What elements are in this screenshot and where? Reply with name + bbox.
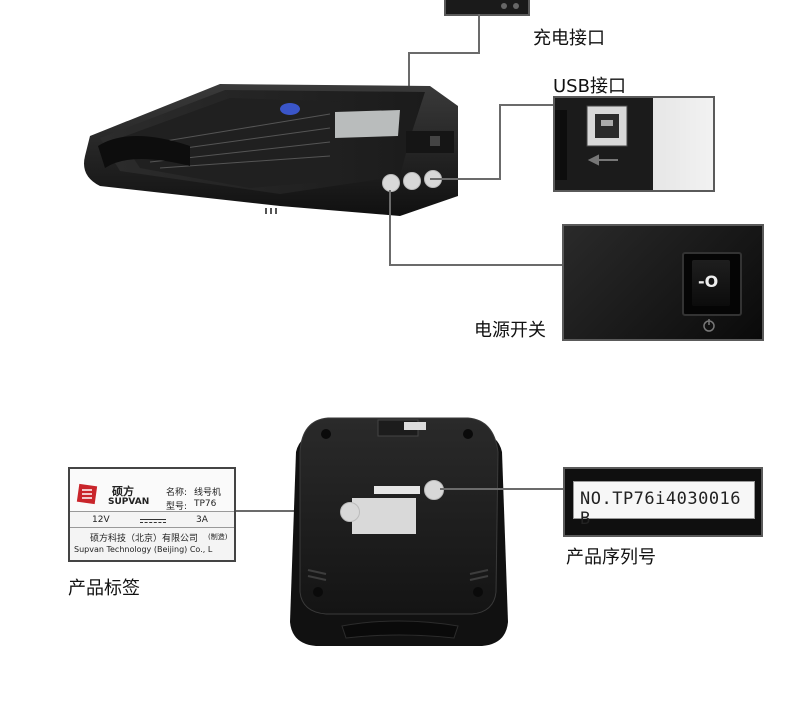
usb-port-photo [553, 96, 715, 192]
usb-connector-line-top [499, 104, 555, 106]
serial-connector-line [440, 488, 564, 490]
usb-port-caption: USB接口 [553, 76, 626, 97]
label-voltage: 12V [92, 515, 110, 525]
label-current: 3A [196, 515, 208, 525]
usb-connector-line-v [499, 104, 501, 180]
label-name-key: 名称: [166, 488, 188, 498]
power-icon [703, 319, 715, 332]
power-switch-mark: -O [698, 272, 719, 291]
product-label-caption: 产品标签 [68, 578, 140, 599]
label-model-key: 型号: [166, 502, 188, 512]
company-cn: 硕方科技（北京）有限公司 [90, 534, 199, 544]
serial-number-photo: NO.TP76i4030016 B [563, 467, 763, 537]
label-connector-line [236, 510, 348, 512]
rocker-switch: -O [682, 252, 742, 316]
dc-symbol [140, 519, 166, 520]
brand-en: SUPVAN [108, 497, 150, 507]
supvan-logo-icon [76, 483, 98, 505]
serial-number-caption: 产品序列号 [566, 547, 656, 568]
power-switch-caption: 电源开关 [474, 320, 546, 341]
power-switch-photo: -O [562, 224, 764, 341]
port-marker-2 [403, 172, 421, 190]
usb-connector-line-h [430, 178, 500, 180]
usb-port-icon [555, 105, 628, 180]
company-en: Supvan Technology (Beijing) Co., L [74, 545, 213, 554]
label-marker [340, 502, 360, 522]
charging-connector-line [478, 14, 480, 54]
label-maker-bottom-view [282, 412, 514, 652]
charging-connector-line-h [408, 52, 480, 54]
charging-port-caption: 充电接口 [533, 28, 605, 49]
power-connector-line-h [389, 264, 565, 266]
port-icons [501, 3, 519, 9]
label-maker-device [80, 76, 460, 221]
product-label-photo: 硕方 SUPVAN 名称: 线号机 型号: TP76 12V 3A 硕方科技（北… [68, 467, 236, 562]
charging-port-photo [444, 0, 530, 16]
label-model-val: TP76 [194, 499, 217, 509]
serial-marker [424, 480, 444, 500]
port-marker-1 [382, 174, 400, 192]
company-tag: (制造) [208, 533, 228, 541]
power-connector-line-v [389, 190, 391, 266]
label-name-val: 线号机 [194, 488, 222, 498]
brand-cn: 硕方 [112, 485, 134, 498]
serial-number-value: NO.TP76i4030016 B [580, 489, 742, 529]
